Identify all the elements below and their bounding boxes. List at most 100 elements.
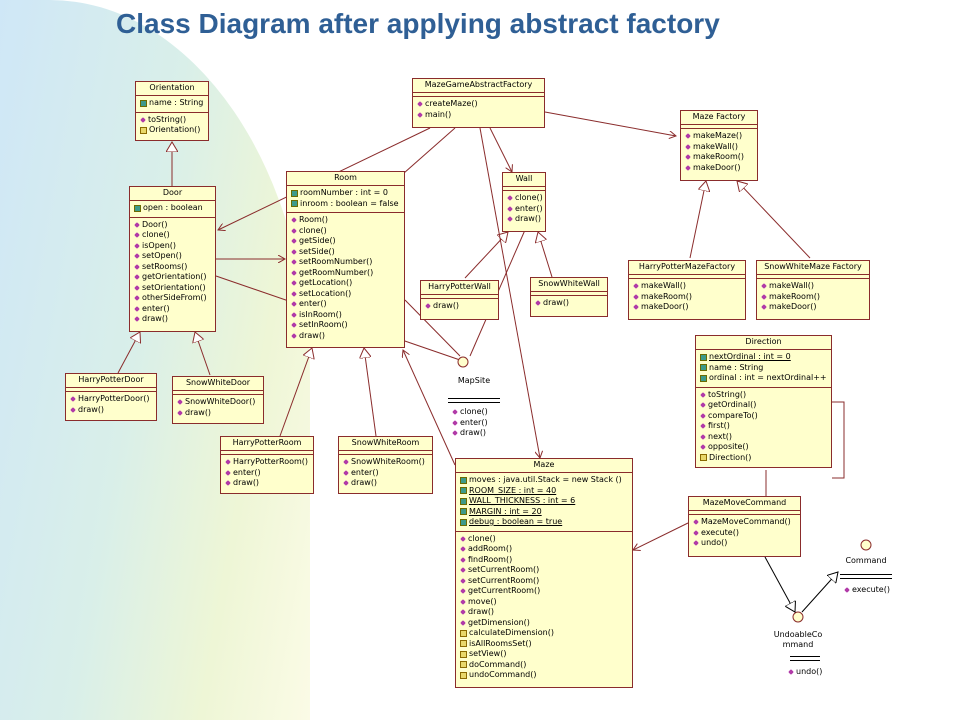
interface-map-site[interactable]: MapSite clone() enter() draw() [448,376,500,439]
interface-name: UndoableCo [773,630,823,639]
operation: HarryPotterRoom() [233,457,309,466]
class-name: SnowWhiteDoor [173,377,263,391]
class-snow-white-room[interactable]: SnowWhiteRoom SnowWhiteRoom() enter() dr… [338,436,433,494]
operation: undo() [701,538,728,547]
operation: Door() [142,219,168,229]
attribute: name : String [709,362,764,372]
method-icon [134,305,140,312]
method-icon [633,304,639,311]
class-name: SnowWhiteRoom [339,437,432,451]
operation: makeWall() [769,281,814,290]
operation: Room() [299,215,329,224]
operation: Orientation() [149,125,201,134]
method-icon [291,269,297,276]
method-icon [844,587,850,594]
class-name: MazeGameAbstractFactory [413,79,544,93]
operation: SnowWhiteDoor() [185,397,256,406]
operation: SnowWhiteRoom() [351,457,425,466]
operation: enter() [142,303,170,313]
class-room[interactable]: Room roomNumber : int = 0 inroom : boole… [286,171,405,348]
constructor-icon [140,126,147,134]
method-icon [685,154,691,161]
method-icon [507,205,513,212]
operation: draw() [185,407,212,417]
method-icon [460,598,466,605]
class-snow-white-wall[interactable]: SnowWhiteWall draw() [530,277,608,317]
class-name: Room [287,172,404,186]
operation: draw() [142,314,169,323]
method-icon [291,301,297,308]
class-maze-factory[interactable]: Maze Factory makeMaze() makeWall() makeR… [680,110,758,181]
method-icon [134,295,140,302]
class-door[interactable]: Door open : boolean Door() clone() isOpe… [129,186,216,332]
method-icon [291,280,297,287]
method-icon [700,433,706,440]
class-harry-potter-room[interactable]: HarryPotterRoom HarryPotterRoom() enter(… [220,436,314,494]
operation: compareTo() [708,410,758,420]
method-icon [291,290,297,297]
attribute-icon [460,476,467,484]
class-snow-white-door[interactable]: SnowWhiteDoor SnowWhiteDoor() draw() [172,376,264,424]
interface-divider [840,574,892,579]
class-maze[interactable]: Maze moves : java.util.Stack = new Stack… [455,458,633,688]
method-icon [291,217,297,224]
operation: draw() [299,330,326,340]
class-direction[interactable]: Direction nextOrdinal : int = 0 name : S… [695,335,832,468]
operation: setSide() [299,246,335,256]
interface-undoable-command[interactable]: UndoableCo mmand undo() [770,630,826,678]
operation: draw() [460,428,487,437]
class-wall[interactable]: Wall clone() enter() draw() [502,172,546,232]
attribute-icon [460,487,467,495]
operation: execute() [701,527,739,537]
method-icon [417,101,423,108]
method-icon [343,469,349,476]
interface-name: MapSite [457,376,491,385]
method-icon [693,540,699,547]
method-icon [425,303,431,310]
class-harry-potter-wall[interactable]: HarryPotterWall draw() [420,280,499,320]
class-snow-white-maze-factory[interactable]: SnowWhiteMaze Factory makeWall() makeRoo… [756,260,870,320]
constructor-icon [700,454,707,462]
operation: undoCommand() [469,670,537,679]
method-icon [535,300,541,307]
class-harry-potter-maze-factory[interactable]: HarryPotterMazeFactory makeWall() makeRo… [628,260,746,320]
operation: main() [425,109,452,119]
operation: clone() [142,230,170,239]
operation: draw() [351,478,378,487]
private-method-icon [460,650,467,658]
operation: getLocation() [299,278,353,287]
class-name: HarryPotterWall [421,281,498,295]
class-harry-potter-door[interactable]: HarryPotterDoor HarryPotterDoor() draw() [65,373,157,421]
attribute: inroom : boolean = false [300,198,399,208]
method-icon [291,322,297,329]
method-icon [460,619,466,626]
class-orientation[interactable]: Orientation name : String toString() Ori… [135,81,209,141]
operation: isOpen() [142,240,176,250]
method-icon [700,412,706,419]
class-name: HarryPotterMazeFactory [629,261,745,275]
interface-command[interactable]: Command execute() [840,556,892,596]
method-icon [700,402,706,409]
class-name: Door [130,187,215,201]
method-icon [460,546,466,553]
operation: makeRoom() [769,291,820,301]
operation: getRoomNumber() [299,267,374,277]
operation: next() [708,431,732,441]
method-icon [343,459,349,466]
operation: MazeMoveCommand() [701,517,791,526]
class-maze-game-abstract-factory[interactable]: MazeGameAbstractFactory createMaze() mai… [412,78,545,128]
method-icon [177,399,183,406]
method-icon [788,669,794,676]
operation: move() [468,596,497,606]
class-maze-move-command[interactable]: MazeMoveCommand MazeMoveCommand() execut… [688,496,801,557]
operation: addRoom() [468,544,513,553]
attribute: ordinal : int = nextOrdinal++ [709,373,827,382]
method-icon [761,293,767,300]
method-icon [693,529,699,536]
operation: clone() [515,193,543,202]
operation: first() [708,421,730,430]
operation: toString() [708,389,747,399]
operation: draw() [433,301,460,310]
method-icon [685,133,691,140]
private-method-icon [460,629,467,637]
